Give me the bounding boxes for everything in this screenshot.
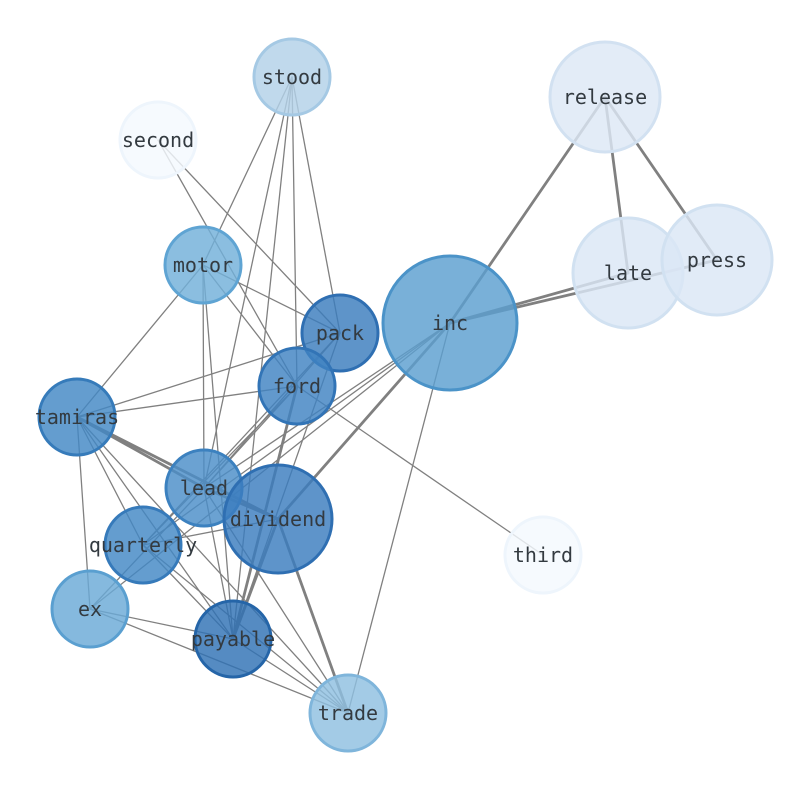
node-label-stood: stood [262,65,322,89]
node-late[interactable]: late [571,216,685,330]
nodes-layer: stood second release motor late press inc pack f… [35,37,774,753]
edge-ford-third [296,385,544,556]
node-label-lead: lead [180,476,228,500]
node-dividend[interactable]: dividend [222,463,334,575]
edge-second-pack [157,139,341,334]
node-label-ford: ford [273,374,321,398]
node-inc[interactable]: inc [381,254,519,392]
node-circle-pack [300,293,380,373]
node-label-press: press [687,248,747,272]
node-circle-third [503,515,583,595]
node-label-late: late [604,261,652,285]
node-lead[interactable]: lead [164,448,244,528]
node-label-quarterly: quarterly [89,533,197,557]
node-label-trade: trade [318,701,378,725]
node-motor[interactable]: motor [163,225,243,305]
node-circle-quarterly [103,505,183,585]
node-stood[interactable]: stood [252,37,332,117]
edge-stood-lead [203,76,293,489]
node-press[interactable]: press [660,203,774,317]
node-circle-trade [308,673,388,753]
node-circle-ford [257,346,337,426]
node-second[interactable]: second [118,100,198,180]
node-label-inc: inc [432,311,468,335]
node-circle-press [660,203,774,317]
edge-tamiras-trade [76,416,349,714]
node-tamiras[interactable]: tamiras [35,377,119,457]
node-label-motor: motor [173,253,233,277]
node-circle-payable [193,599,273,679]
node-circle-dividend [222,463,334,575]
node-label-dividend: dividend [230,507,326,531]
node-label-pack: pack [316,321,364,345]
node-label-second: second [122,128,194,152]
edge-stood-ford [291,76,298,387]
node-circle-ex [50,569,130,649]
edge-stood-pack [291,76,341,334]
node-label-release: release [563,85,647,109]
node-release[interactable]: release [548,40,662,154]
node-circle-motor [163,225,243,305]
node-circle-tamiras [37,377,117,457]
node-label-tamiras: tamiras [35,405,119,429]
node-ford[interactable]: ford [257,346,337,426]
node-label-ex: ex [78,597,102,621]
node-pack[interactable]: pack [300,293,380,373]
node-ex[interactable]: ex [50,569,130,649]
node-payable[interactable]: payable [191,599,275,679]
node-trade[interactable]: trade [308,673,388,753]
node-circle-stood [252,37,332,117]
node-circle-second [118,100,198,180]
node-circle-release [548,40,662,154]
node-quarterly[interactable]: quarterly [89,505,197,585]
node-label-third: third [513,543,573,567]
node-label-payable: payable [191,627,275,651]
node-third[interactable]: third [503,515,583,595]
node-circle-inc [381,254,519,392]
